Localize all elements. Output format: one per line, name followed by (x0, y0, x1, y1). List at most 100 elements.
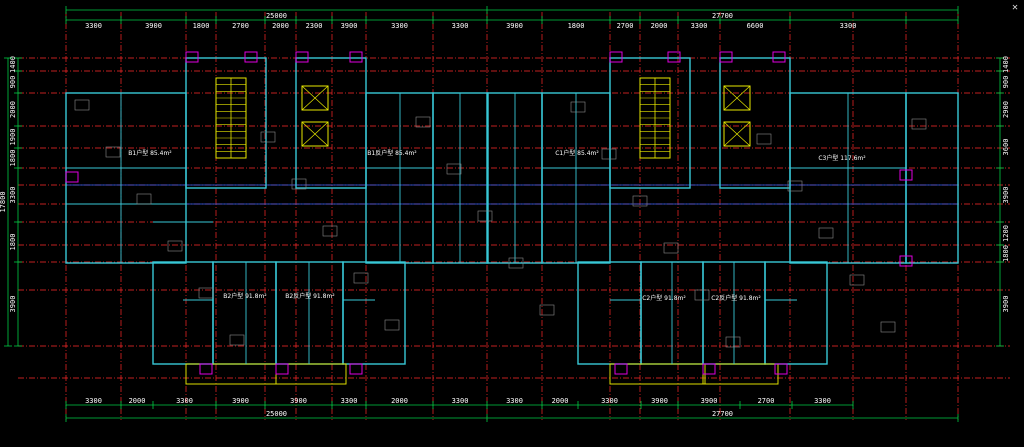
unit-label-3: C3户型 117.6m² (818, 154, 866, 162)
bot-seg-label-14: 3300 (814, 397, 831, 405)
building-walls (65, 51, 959, 385)
magenta-marker-13 (702, 363, 716, 375)
elevator-3 (723, 85, 751, 111)
magenta-marker-7 (772, 51, 786, 63)
top-seg-label-13: 3300 (691, 22, 708, 30)
elevator-4 (723, 121, 751, 147)
unit-label-0: B1户型 85.4m² (128, 149, 172, 157)
furniture-21 (725, 336, 741, 348)
furniture-18 (632, 195, 648, 207)
furniture-0 (74, 99, 90, 111)
left-seg-label-1: 900 (9, 76, 17, 89)
right-seg-label-2: 2900 (1002, 101, 1010, 118)
furniture-9 (353, 272, 369, 284)
circulation-cores (215, 77, 751, 159)
top-seg-label-6: 3900 (341, 22, 358, 30)
bot-total-label-1: 27700 (712, 410, 733, 418)
left-seg-label-7: 3900 (9, 296, 17, 313)
unit-label-5: B2反户型 91.8m² (285, 292, 335, 300)
unit-b2r-east (342, 261, 406, 365)
bot-seg-label-11: 3900 (651, 397, 668, 405)
furniture-14 (508, 257, 524, 269)
top-seg-label-8: 3300 (452, 22, 469, 30)
bot-seg-label-8: 3300 (506, 397, 523, 405)
core-elev-left-outline (295, 57, 367, 189)
right-seg-label-5: 1200 (1002, 225, 1010, 242)
right-seg-label-7: 3900 (1002, 296, 1010, 313)
bot-total-label-0: 25000 (266, 410, 287, 418)
elevator-3-x2 (723, 85, 751, 111)
furniture-22 (756, 133, 772, 145)
unit-label-4: B2户型 91.8m² (223, 292, 267, 300)
left-seg-label-2: 2000 (9, 101, 17, 118)
bot-seg-label-9: 2000 (552, 397, 569, 405)
top-seg-label-5: 2300 (306, 22, 323, 30)
core-right-outline (609, 57, 691, 189)
magenta-marker-0 (185, 51, 199, 63)
top-seg-label-14: 6600 (747, 22, 764, 30)
unit-c3-east (905, 92, 959, 264)
top-seg-label-11: 2700 (617, 22, 634, 30)
left-seg-label-3: 1900 (9, 129, 17, 146)
unit-label-2: C1户型 85.4m² (555, 149, 599, 157)
furniture-4 (198, 287, 214, 299)
magenta-marker-10 (275, 363, 289, 375)
magenta-marker-6 (719, 51, 733, 63)
bot-seg-label-12: 3900 (701, 397, 718, 405)
right-seg-label-1: 900 (1002, 76, 1010, 89)
magenta-marker-15 (899, 255, 913, 267)
furniture-15 (539, 304, 555, 316)
bot-seg-label-1: 2000 (129, 397, 146, 405)
top-seg-label-15: 3300 (840, 22, 857, 30)
unit-c2r-east (764, 261, 828, 365)
top-seg-label-10: 1800 (568, 22, 585, 30)
furniture-3 (167, 240, 183, 252)
magenta-marker-5 (667, 51, 681, 63)
right-seg-label-3: 3600 (1002, 139, 1010, 156)
magenta-marker-2 (295, 51, 309, 63)
unit-label-6: C2户型 91.8m² (642, 294, 686, 302)
furniture-5 (229, 334, 245, 346)
magenta-marker-12 (614, 363, 628, 375)
bot-seg-label-5: 3300 (341, 397, 358, 405)
furniture-7 (291, 178, 307, 190)
magenta-marker-16 (899, 169, 913, 181)
top-seg-label-4: 2000 (272, 22, 289, 30)
furniture-6 (260, 131, 276, 143)
furniture-23 (787, 180, 803, 192)
top-seg-label-9: 3900 (506, 22, 523, 30)
elevator-1 (301, 85, 329, 111)
left-seg-label-4: 1800 (9, 150, 17, 167)
bot-seg-label-3: 3900 (232, 397, 249, 405)
unit-mid-right (486, 92, 543, 264)
elevator-4-x2 (723, 121, 751, 147)
bot-seg-label-7: 3300 (452, 397, 469, 405)
close-icon[interactable]: ✕ (1011, 2, 1018, 13)
unit-b2r-mid (275, 261, 344, 365)
elevator-2 (301, 121, 329, 147)
left-total-label-0: 17800 (0, 191, 7, 212)
furniture-2 (136, 193, 152, 205)
unit-b1r-outline (365, 92, 434, 264)
top-total-label-0: 25000 (266, 12, 287, 20)
furniture-20 (694, 289, 710, 301)
furniture-16 (570, 101, 586, 113)
magenta-marker-9 (199, 363, 213, 375)
furniture-17 (601, 148, 617, 160)
unit-b2-mid (212, 261, 277, 365)
magenta-marker-14 (774, 363, 788, 375)
left-seg-label-0: 1400 (9, 56, 17, 73)
right-seg-label-0: 1400 (1002, 56, 1010, 73)
furniture-10 (384, 319, 400, 331)
left-seg-label-6: 1800 (9, 234, 17, 251)
elevator-2-x2 (301, 121, 329, 147)
magenta-marker-11 (349, 363, 363, 375)
top-seg-label-7: 3300 (391, 22, 408, 30)
top-total-label-1: 27700 (712, 12, 733, 20)
furniture-11 (415, 116, 431, 128)
bot-seg-label-4: 3900 (290, 397, 307, 405)
bot-seg-label-0: 3300 (85, 397, 102, 405)
furniture-12 (446, 163, 462, 175)
